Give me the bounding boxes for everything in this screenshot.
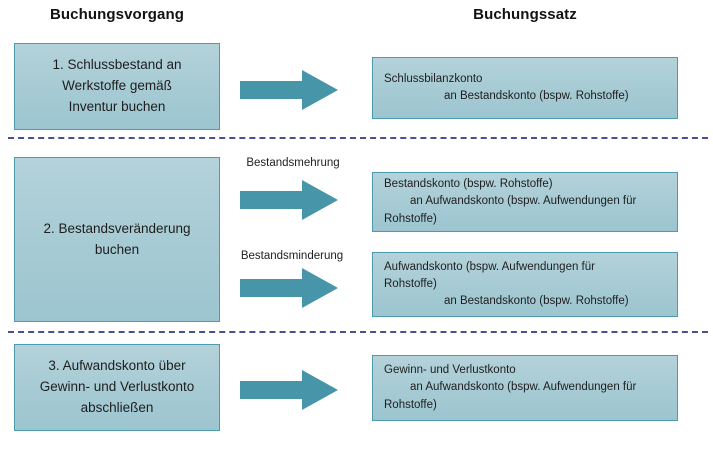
section-divider-2 — [8, 331, 708, 333]
booking-entry-line: Schlussbilanzkonto — [384, 72, 483, 85]
process-step-text-2: 2. Bestandsveränderung buchen — [43, 219, 190, 261]
right-block-arrow-icon-svg — [240, 70, 338, 110]
right-block-arrow-icon — [240, 180, 338, 220]
booking-entry-line: Bestandskonto (bspw. Rohstoffe) — [384, 178, 553, 191]
process-step-box-2: 2. Bestandsveränderung buchen — [14, 157, 220, 322]
right-block-arrow-icon — [240, 268, 338, 308]
section-divider-1 — [8, 137, 708, 139]
booking-entry-line: an Aufwandskonto (bspw. Aufwendungen für — [410, 195, 637, 208]
process-step-box-3: 3. Aufwandskonto über Gewinn- und Verlus… — [14, 344, 220, 431]
step-line: Werkstoffe gemäß — [62, 78, 172, 94]
booking-entry-box-3: Aufwandskonto (bspw. Aufwendungen für Ro… — [372, 252, 678, 317]
process-step-box-1: 1. Schlussbestand an Werkstoffe gemäß In… — [14, 43, 220, 130]
booking-entry-line: Aufwandskonto (bspw. Aufwendungen für — [384, 260, 595, 273]
step-line: abschließen — [80, 399, 154, 415]
right-block-arrow-icon-svg — [240, 268, 338, 308]
step-line: 3. Aufwandskonto über — [48, 358, 186, 374]
booking-entry-line: Rohstoffe) — [384, 398, 437, 411]
right-block-arrow-icon-svg — [240, 180, 338, 220]
step-line: Inventur buchen — [68, 98, 166, 114]
arrow-label-bestandsmehrung: Bestandsmehrung — [246, 157, 340, 169]
step-line: 2. Bestandsveränderung — [43, 220, 191, 236]
booking-entry-line: Gewinn- und Verlustkonto — [384, 364, 516, 377]
right-block-arrow-icon — [240, 370, 338, 410]
booking-entry-line: Rohstoffe) — [384, 277, 437, 290]
column-header-buchungsvorgang: Buchungsvorgang — [49, 6, 184, 23]
booking-entry-line: an Bestandskonto (bspw. Rohstoffe) — [444, 295, 629, 308]
arrow-label-bestandsminderung: Bestandsminderung — [240, 250, 344, 262]
booking-entry-box-4: Gewinn- und Verlustkonto an Aufwandskont… — [372, 355, 678, 421]
column-header-buchungssatz: Buchungssatz — [473, 6, 577, 23]
step-line: 1. Schlussbestand an — [52, 57, 182, 73]
booking-entry-box-1: Schlussbilanzkonto an Bestandskonto (bsp… — [372, 57, 678, 119]
booking-entry-box-2: Bestandskonto (bspw. Rohstoffe) an Aufwa… — [372, 172, 678, 232]
booking-entry-line: Rohstoffe) — [384, 212, 437, 225]
process-step-text-1: 1. Schlussbestand an Werkstoffe gemäß In… — [52, 55, 181, 118]
right-block-arrow-icon-svg — [240, 370, 338, 410]
process-step-text-3: 3. Aufwandskonto über Gewinn- und Verlus… — [40, 356, 195, 419]
booking-entry-line: an Aufwandskonto (bspw. Aufwendungen für — [410, 381, 637, 394]
booking-entry-line: an Bestandskonto (bspw. Rohstoffe) — [444, 90, 629, 102]
step-line: Gewinn- und Verlustkonto — [39, 379, 195, 395]
step-line: buchen — [94, 241, 140, 257]
right-block-arrow-icon — [240, 70, 338, 110]
